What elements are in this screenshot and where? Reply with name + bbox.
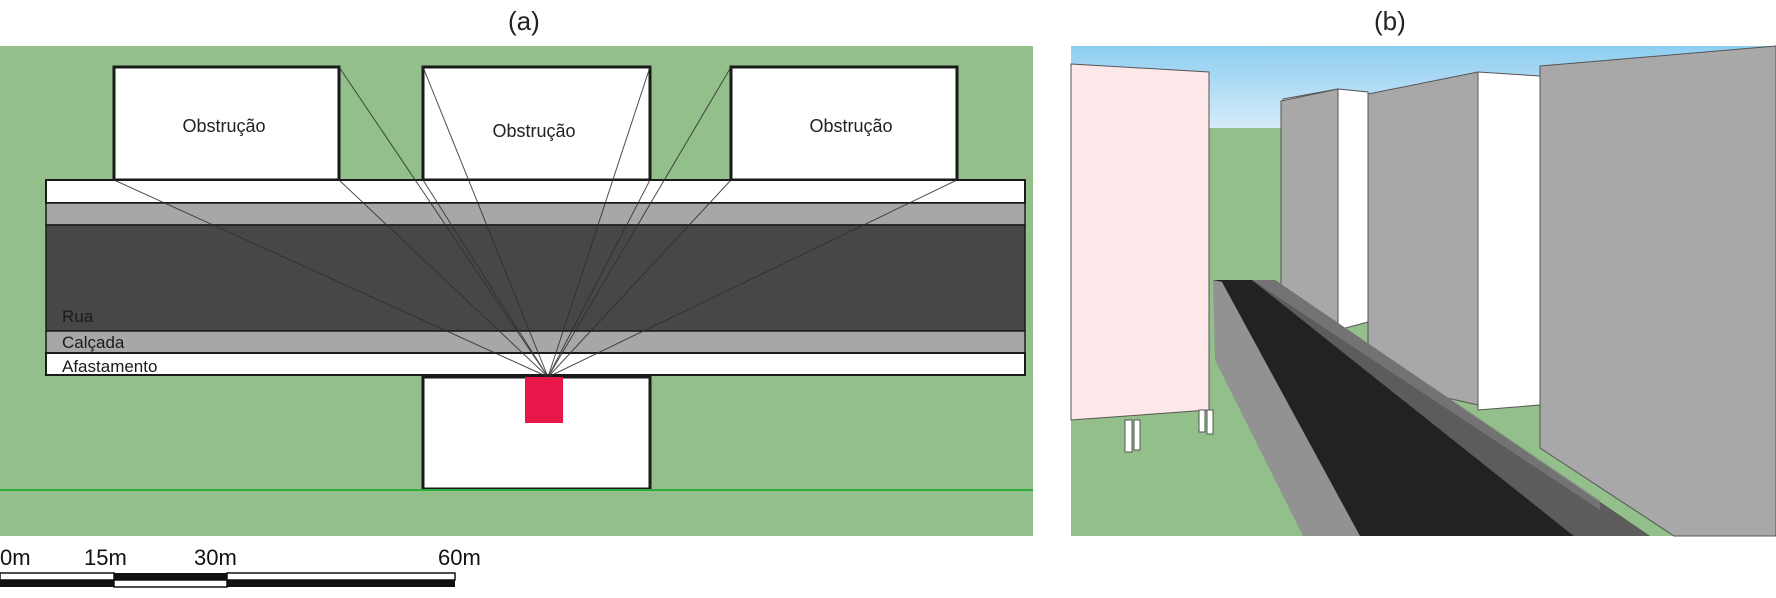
panel-b-label: (b) [1374,6,1406,36]
sight-line [422,179,549,378]
near-building-front [1539,45,1776,537]
near-pink-building [1070,63,1210,421]
sidewalk-top [45,202,1026,226]
road-label: Rua [62,307,94,326]
sight-line [547,179,651,378]
setback-top [45,179,1026,204]
scale-tick-30: 30m [194,545,237,570]
sight-line [113,179,549,378]
perspective-wall-left [1213,280,1360,536]
mid-building-right-face [1477,71,1541,411]
scale-segment-black-1 [114,573,227,580]
obstruction-left [112,65,341,182]
setback-bottom [45,352,1026,376]
obstruction-label-right: Obstrução [809,116,892,136]
perspective-view [1070,45,1776,537]
sight-line [547,179,958,378]
sight-line [338,66,549,378]
obstruction-label-left: Obstrução [182,116,265,136]
scale-tick-60: 60m [438,545,481,570]
target-window [525,377,563,423]
pillar [1206,409,1214,435]
sight-line [547,179,732,378]
perspective-road [1213,280,1574,536]
scale-bar: 0m 15m 30m 60m [0,545,481,588]
pillar [1133,419,1141,451]
sight-line [338,179,549,378]
scale-segment-white-3 [113,579,228,588]
perspective-wall-top [1252,280,1600,510]
sight-lines [113,66,958,378]
scale-tick-15: 15m [84,545,127,570]
plan-view: Obstrução Obstrução Obstrução Rua Calçad… [0,46,1033,536]
panel-a-label: (a) [508,6,540,36]
sight-line [547,66,651,378]
sidewalk-bottom [45,330,1026,354]
obstruction-label-center: Obstrução [492,121,575,141]
sight-line [547,66,732,378]
sight-line [422,66,549,378]
sidewalk-label: Calçada [62,333,125,352]
scale-segment-black-3 [227,580,455,587]
scale-segment-black-2 [0,580,114,587]
setback-label: Afastamento [62,357,157,376]
scale-segment-white-1 [0,572,115,581]
scale-tick-0: 0m [0,545,31,570]
pillar [1198,409,1206,433]
pillar [1124,419,1133,453]
road-band [45,224,1026,332]
scale-segment-white-2 [226,572,456,581]
far-building-right-face [1337,88,1369,331]
